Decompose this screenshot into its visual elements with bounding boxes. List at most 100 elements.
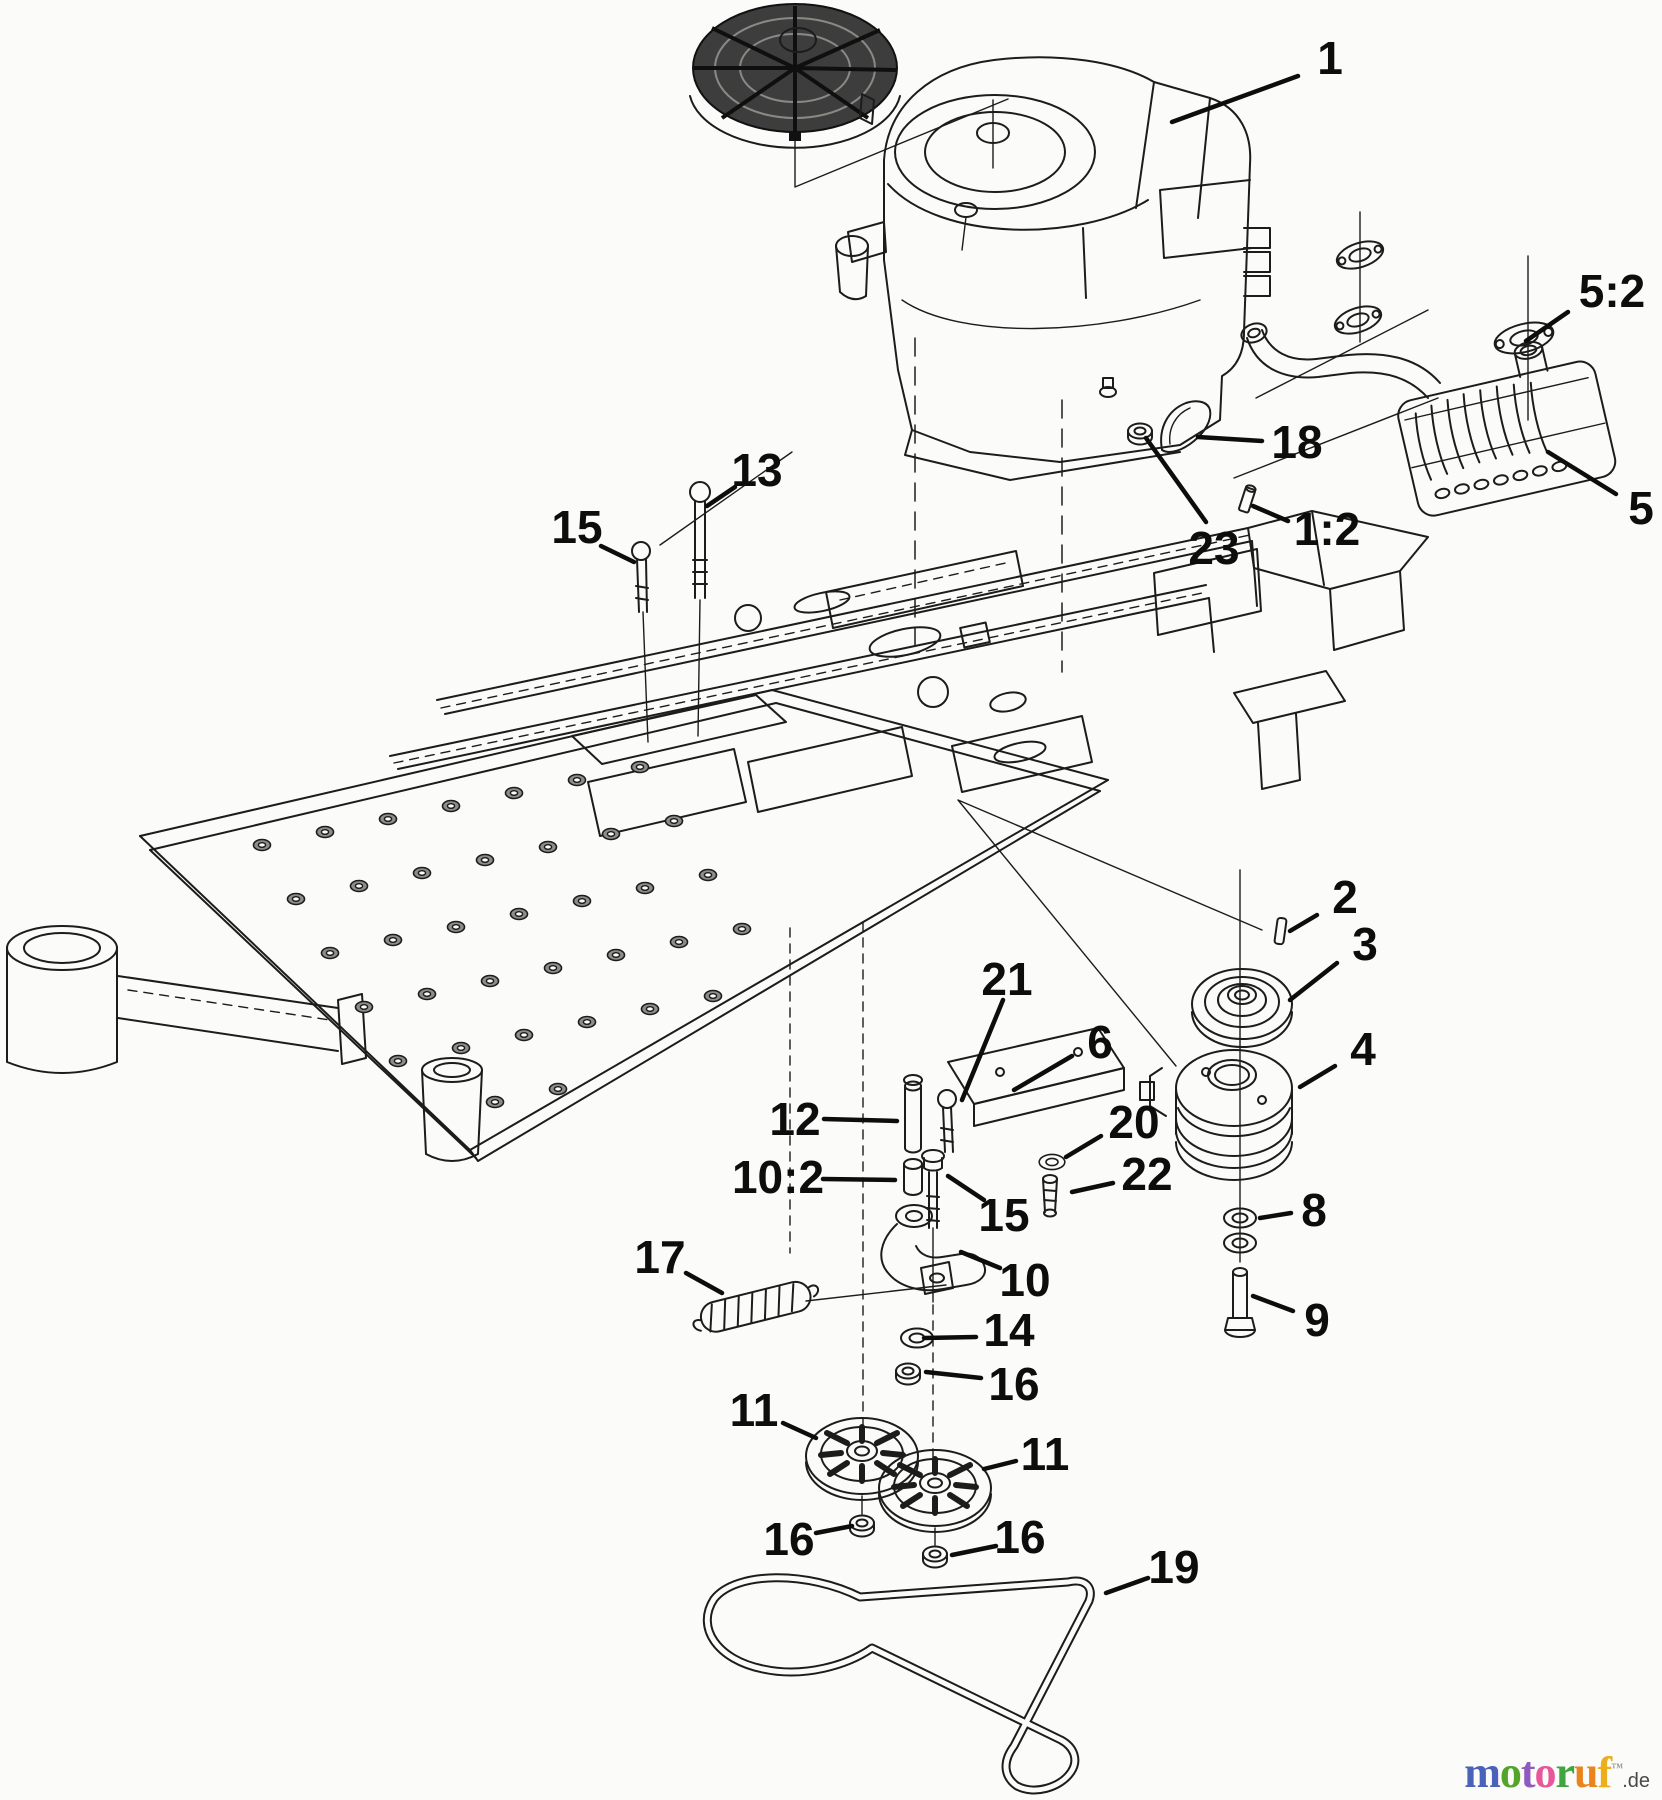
deck-hole-center: [446, 803, 456, 810]
deck-hole-center: [393, 1057, 403, 1064]
callout-leader-16: [813, 1523, 855, 1536]
callout-leader-10: [958, 1249, 1003, 1271]
bolt-9: [1224, 1267, 1256, 1338]
callout-label-5:2: 5:2: [1579, 265, 1645, 317]
deck-hole-center: [485, 978, 495, 985]
callout-label-15: 15: [978, 1189, 1029, 1241]
callout-label-21: 21: [981, 953, 1032, 1005]
deck-hole-center: [548, 965, 558, 972]
callout-leader-21: [959, 997, 1006, 1103]
engine-pulley-3: [1191, 968, 1293, 1048]
callout-leader-4: [1297, 1063, 1338, 1090]
callout-label-11: 11: [730, 1384, 779, 1436]
callout-label-2: 2: [1332, 871, 1358, 923]
deck-hole-center: [417, 870, 427, 877]
callout-label-18: 18: [1271, 416, 1322, 468]
muffler-body: [1397, 341, 1617, 517]
bolt-22: [1042, 1174, 1058, 1218]
callout-label-10:2: 10:2: [732, 1151, 824, 1203]
watermark-logo: motoruf™.de: [1464, 1747, 1650, 1798]
callout-leader-2: [1287, 912, 1320, 934]
deck-hole-center: [325, 950, 335, 957]
deck-hole-center: [514, 911, 524, 918]
bolt-15: [631, 541, 651, 561]
watermark-letter: t: [1520, 1748, 1536, 1797]
callout-leader-8: [1257, 1210, 1294, 1221]
deck-hole-center: [577, 898, 587, 905]
deck-hole-center: [354, 883, 364, 890]
bolt-21: [937, 1089, 957, 1109]
callout-label-13: 13: [731, 444, 782, 496]
idler-assembly: [692, 1074, 991, 1569]
construction-lines: [642, 98, 1529, 1546]
washer-20: [1038, 1153, 1066, 1171]
callout-leader-17: [683, 1270, 725, 1296]
bolt-15b: [921, 1149, 945, 1229]
callout-leader-13: [704, 484, 738, 509]
callout-label-1:2: 1:2: [1294, 503, 1360, 555]
deck-hole-center: [553, 1085, 563, 1092]
clutch-stack: [1139, 916, 1293, 1338]
callout-label-12: 12: [769, 1093, 820, 1145]
nut-16c: [922, 1545, 948, 1569]
exhaust-gasket: [1335, 240, 1385, 270]
callout-leader-22: [1069, 1180, 1116, 1195]
watermark-letter: m: [1464, 1748, 1501, 1797]
callout-label-16: 16: [988, 1358, 1039, 1410]
callout-leader-5: [1545, 449, 1619, 497]
callout-leader-15: [598, 543, 637, 565]
callout-label-16: 16: [994, 1511, 1045, 1563]
callout-label-15: 15: [551, 501, 602, 553]
callout-leader-23: [1143, 435, 1209, 525]
deck-hole-center: [703, 872, 713, 879]
deck-hole-center: [451, 924, 461, 931]
deck-hole-center: [543, 844, 553, 851]
fan-screen: [689, 3, 901, 149]
watermark-letter: o: [1499, 1748, 1522, 1797]
deck-hole-center: [509, 790, 519, 797]
callout-leader-20: [1063, 1133, 1104, 1160]
idler-arm-10: [880, 1204, 986, 1295]
deck-hole-center: [291, 896, 301, 903]
callout-label-11: 11: [1021, 1428, 1070, 1480]
callout-leader-15: [945, 1173, 987, 1203]
callout-label-5: 5: [1628, 482, 1654, 534]
deck-hole-center: [708, 993, 718, 1000]
callout-label-1: 1: [1317, 32, 1343, 84]
deck-hole-center: [640, 885, 650, 892]
callout-label-19: 19: [1148, 1541, 1199, 1593]
spring-17: [692, 1280, 820, 1333]
screw-1-2: [1238, 484, 1257, 514]
callout-label-20: 20: [1108, 1096, 1159, 1148]
muffler-assembly: [1240, 240, 1617, 517]
muffler-gasket-5-2: [1493, 321, 1555, 355]
deck-holes: [252, 760, 752, 1109]
callout-label-14: 14: [983, 1304, 1035, 1356]
callout-leader-10:2: [820, 1176, 898, 1183]
callout-leader-12: [821, 1116, 900, 1124]
callout-leader-11: [780, 1420, 819, 1441]
callout-label-23: 23: [1188, 522, 1239, 574]
deck-hole-center: [257, 842, 267, 849]
callout-leader-14: [921, 1334, 979, 1341]
deck-hole-center: [582, 1019, 592, 1026]
watermark-letter: u: [1574, 1748, 1599, 1797]
callout-leader-11: [981, 1458, 1019, 1472]
watermark-trademark: ™: [1611, 1760, 1623, 1775]
engine: [835, 56, 1271, 514]
deck-hole-center: [456, 1044, 466, 1051]
deck-hole-center: [669, 818, 679, 825]
square-key-2: [1273, 916, 1288, 946]
watermark-letters: motoruf: [1464, 1748, 1613, 1797]
watermark-letter: r: [1555, 1748, 1576, 1797]
callout-leader-16: [949, 1543, 999, 1558]
watermark-letter: f: [1597, 1748, 1613, 1797]
nut-16a: [895, 1362, 921, 1386]
deck-hole-center: [422, 991, 432, 998]
deck-hole-center: [388, 937, 398, 944]
deck-hole-center: [572, 777, 582, 784]
drive-belt-19: [702, 1573, 1095, 1795]
